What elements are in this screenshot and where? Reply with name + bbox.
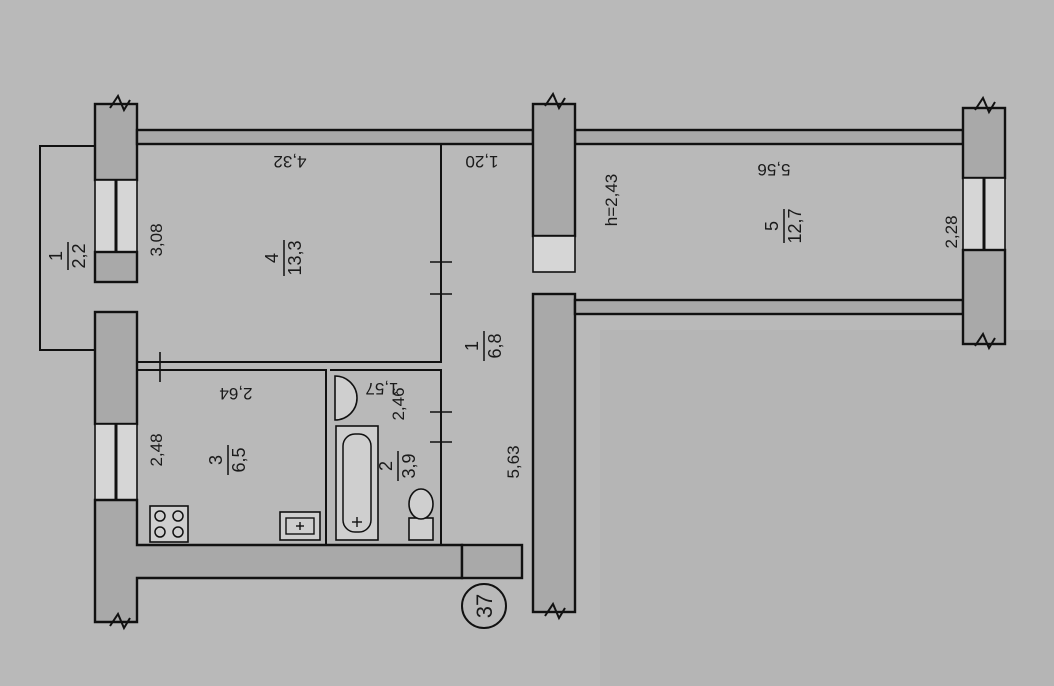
room-label-5: 5 12,7 [762,208,805,243]
central-wall-bottom [531,292,577,614]
room-area: 2,2 [69,243,89,268]
entrance-wall [460,543,524,580]
room-area: 3,9 [399,453,419,478]
room-label-bathroom: 2 3,9 [376,451,419,481]
top-wall-right [573,128,965,146]
toilet-icon [408,488,434,541]
stove-icon [149,505,189,543]
room-number: 1 [46,251,66,261]
kitchen-sink-icon [279,511,321,541]
partition-bath [330,369,442,545]
right-wall-bottom [961,248,1007,346]
bathtub-icon [335,425,379,541]
apartment-number-badge: 37 [461,583,507,629]
room-label-balcony: 1 2,2 [46,242,89,270]
break-mark-center-bottom [544,601,566,621]
doorway-room5 [532,235,576,273]
room-number: 5 [762,221,782,231]
dimension-room5-length: 5,56 [757,160,790,179]
dimension-kitchen-length: 2,64 [219,384,252,403]
room-label-corridor: 1 6,8 [462,331,505,361]
room-number: 3 [206,455,226,465]
dimension-bath-length: 1,57 [365,379,398,398]
dimension-corridor-top: 1,20 [465,152,498,171]
partition-kitchen [137,369,327,545]
room-area: 13,3 [285,240,305,275]
dimension-ceiling-height: h=2,43 [602,174,621,226]
room-area: 12,7 [785,208,805,243]
room-label-4: 4 13,3 [262,240,305,276]
left-wall-top [93,102,139,182]
dimension-room5-width: 2,28 [942,215,961,248]
room-area: 6,8 [485,333,505,358]
right-wall-top [961,106,1007,180]
break-mark-center-top [544,91,566,111]
room-number: 2 [376,461,396,471]
top-wall-left [135,128,535,146]
central-wall-top [531,102,577,238]
room-label-kitchen: 3 6,5 [206,445,249,475]
room-area: 6,5 [229,447,249,472]
dimension-bath-width: 2,46 [389,387,408,420]
left-wall-balcony-door [93,250,139,284]
break-mark-right-bottom [974,331,996,351]
apartment-number: 37 [472,594,497,618]
partition-room4 [137,144,442,363]
dimension-room4-width: 3,08 [147,223,166,256]
paper-shade [600,330,1054,686]
balcony-outline [39,145,95,351]
washbasin-icon [334,375,358,421]
left-wall-middle [93,310,139,426]
room5-bottom-wall [573,298,965,316]
break-mark-left-top [109,93,131,113]
dimension-corridor-length: 5,63 [504,445,523,478]
dimension-room4-length: 4,32 [273,152,306,171]
room-number: 1 [462,341,482,351]
room-number: 4 [262,253,282,263]
break-mark-right-top [974,95,996,115]
break-mark-left-bottom [109,611,131,631]
dimension-kitchen-width: 2,48 [147,433,166,466]
